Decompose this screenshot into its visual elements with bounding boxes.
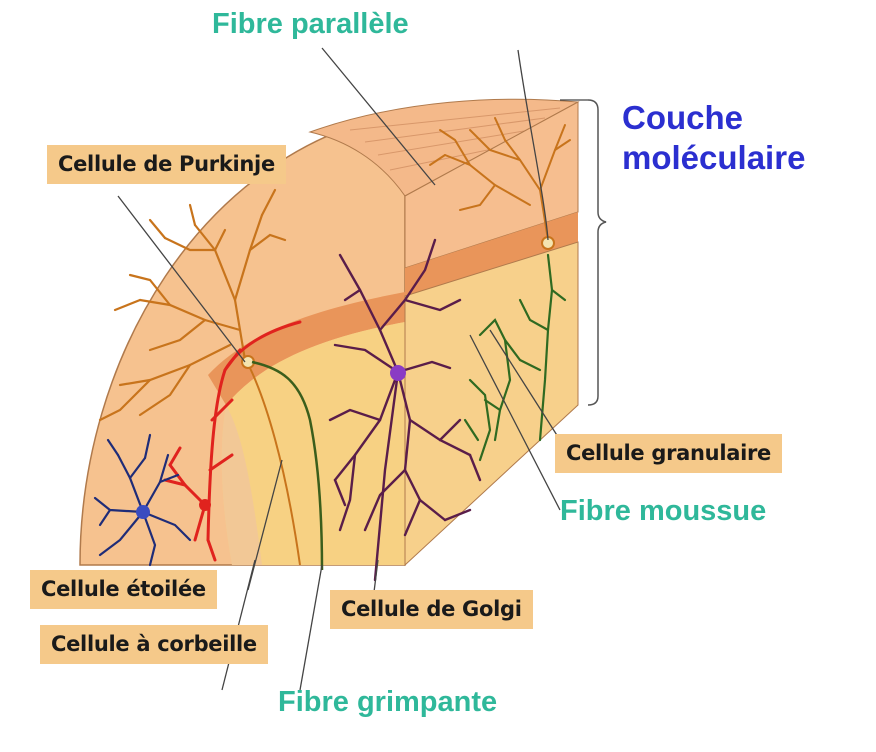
leader-etoilee <box>247 459 283 591</box>
stellate-soma <box>136 505 150 519</box>
label-cellule-etoilee: Cellule étoilée <box>30 570 217 609</box>
white-matter-front <box>221 405 262 565</box>
leader-lines <box>117 47 588 691</box>
label-fibre-parallele: Fibre parallèle <box>212 8 409 40</box>
purkinje-axon-front <box>249 367 301 566</box>
layer-bracket <box>587 99 607 406</box>
purkinje-band-side <box>405 212 578 296</box>
leader-purkinje <box>117 195 246 363</box>
basket-soma <box>199 499 211 511</box>
basket-cell <box>163 320 302 562</box>
leader-fibre-parallele-axon <box>517 49 549 241</box>
purkinje-band-front <box>208 292 405 405</box>
golgi-soma <box>390 365 406 381</box>
top-surface <box>308 98 580 197</box>
climbing-fiber <box>251 360 324 571</box>
granule-cells <box>463 253 567 462</box>
stellate-cell <box>93 433 192 567</box>
leader-fibre-moussue <box>469 334 561 511</box>
purkinje-dendrites-front <box>98 188 287 422</box>
label-cellule-golgi: Cellule de Golgi <box>330 590 533 629</box>
label-fibre-moussue: Fibre moussue <box>560 495 767 527</box>
label-couche-line1: Couche <box>622 99 744 136</box>
label-couche-moleculaire: Couche moléculaire <box>622 98 805 178</box>
label-cellule-purkinje: Cellule de Purkinje <box>47 145 286 184</box>
leader-granulaire <box>489 329 561 441</box>
label-cellule-granulaire: Cellule granulaire <box>555 434 782 473</box>
purkinje-dendrites-side <box>429 117 571 241</box>
label-cellule-corbeille: Cellule à corbeille <box>40 625 268 664</box>
label-couche-line2: moléculaire <box>622 139 806 176</box>
golgi-cell <box>328 238 482 582</box>
leader-fibre-parallele <box>321 47 436 186</box>
leader-grimpante <box>299 564 323 691</box>
label-fibre-grimpante: Fibre grimpante <box>278 686 498 718</box>
